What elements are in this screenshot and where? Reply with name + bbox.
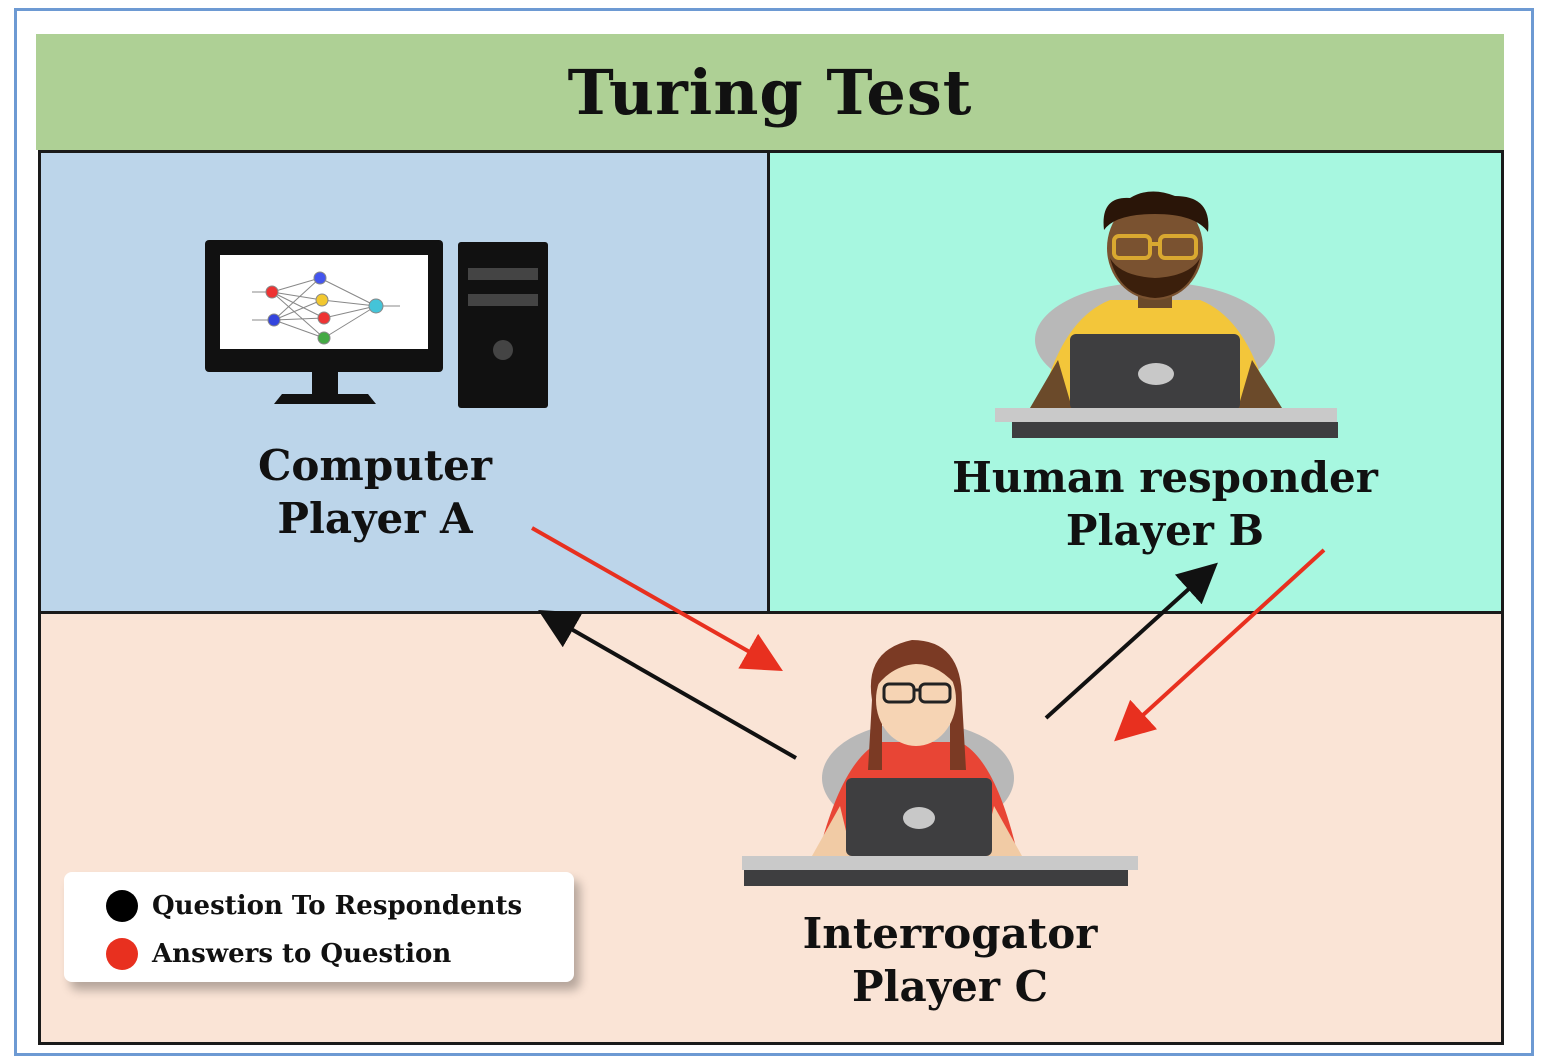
black-dot-icon <box>106 890 138 922</box>
player-a-name: Player A <box>277 493 473 543</box>
legend-answer-label: Answers to Question <box>152 939 452 969</box>
diagram-title: Turing Test <box>567 55 973 129</box>
player-b-role: Human responder <box>952 453 1378 502</box>
red-dot-icon <box>106 938 138 970</box>
player-c-name: Player C <box>851 961 1049 1011</box>
legend-question-label: Question To Respondents <box>152 891 523 921</box>
player-a-label: Computer Player A <box>200 440 550 545</box>
player-b-name: Player B <box>1065 505 1265 555</box>
question-arrow-to-computer <box>538 610 797 760</box>
legend-item-question: Question To Respondents <box>106 890 522 922</box>
player-c-role: Interrogator <box>802 909 1098 958</box>
interrogator-icon <box>742 640 1138 886</box>
player-b-label: Human responder Player B <box>920 452 1410 557</box>
answer-arrow-from-computer <box>531 526 783 671</box>
computer-tower-icon <box>458 242 548 408</box>
title-bar: Turing Test <box>36 34 1504 150</box>
player-a-role: Computer <box>257 441 493 490</box>
legend: Question To Respondents Answers to Quest… <box>64 872 574 982</box>
answer-arrow-from-human <box>1114 548 1326 742</box>
neural-network-icon <box>252 271 400 345</box>
legend-item-answer: Answers to Question <box>106 938 451 970</box>
question-arrow-to-human <box>1044 562 1218 720</box>
human-responder-icon <box>995 191 1338 438</box>
player-c-label: Interrogator Player C <box>760 908 1140 1013</box>
